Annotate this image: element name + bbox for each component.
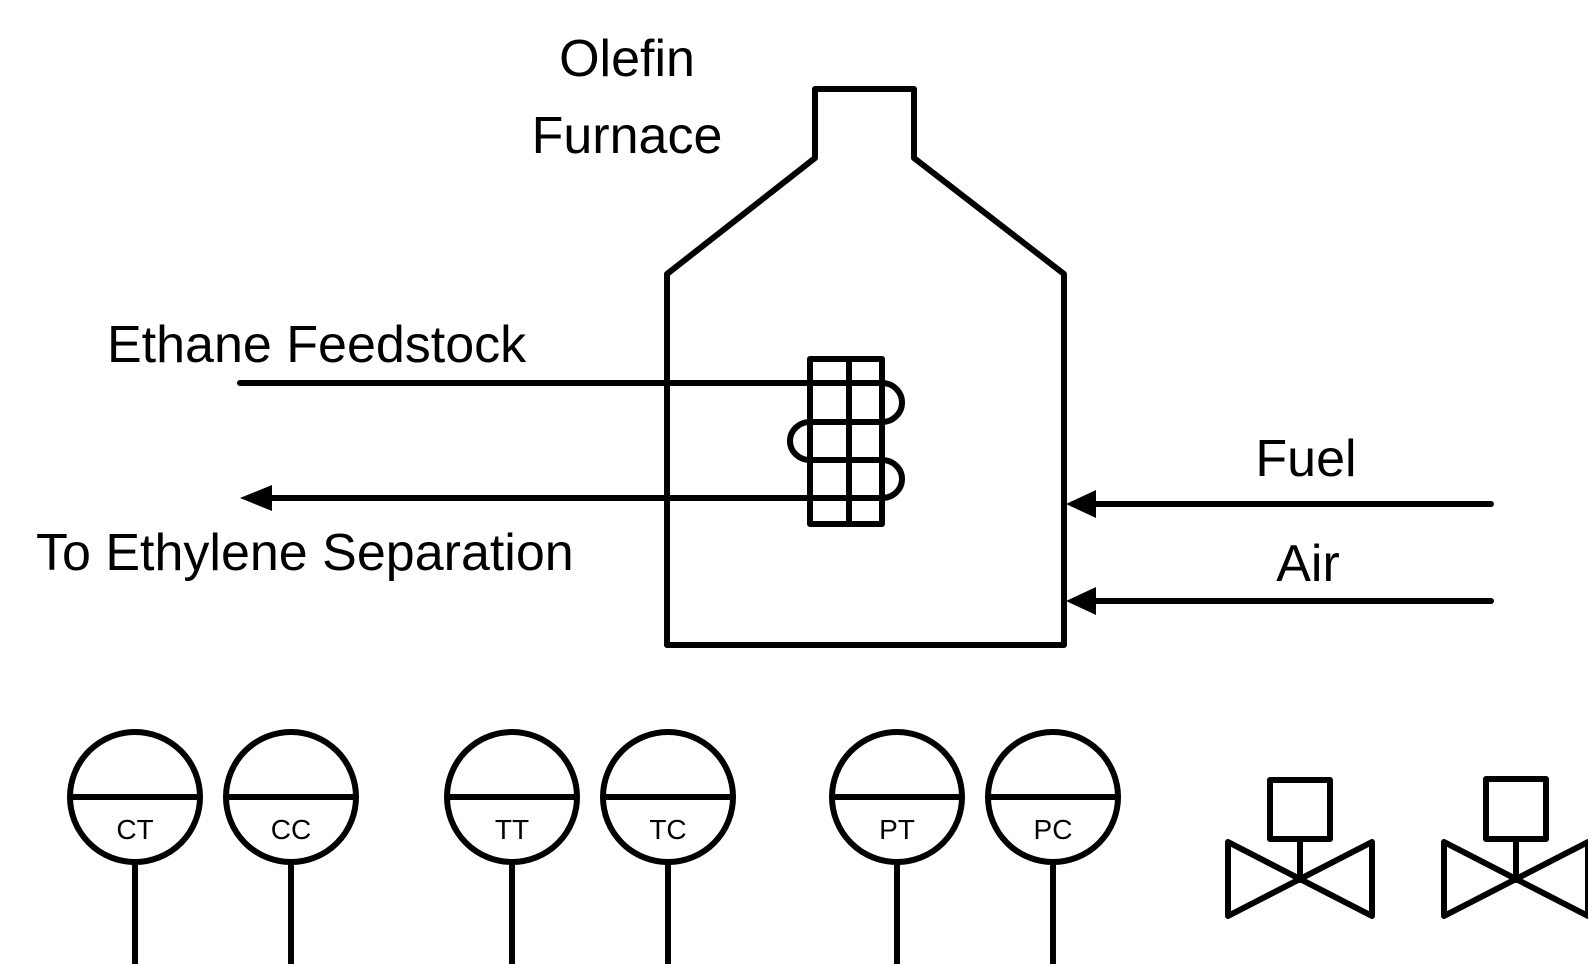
instrument-bubble-cc: CC bbox=[223, 729, 359, 964]
instrument-tag: PC bbox=[1034, 814, 1073, 845]
instrument-bubble-pc: PC bbox=[985, 729, 1121, 964]
instrument-bubble-tt: TT bbox=[444, 729, 580, 964]
heating-coil bbox=[787, 356, 905, 527]
fuel-arrowhead bbox=[1066, 490, 1096, 518]
instrument-bubble-tc: TC bbox=[600, 729, 736, 964]
air-arrowhead bbox=[1066, 587, 1096, 615]
control-valve bbox=[1441, 776, 1588, 919]
ethane-feed-label: Ethane Feedstock bbox=[107, 316, 527, 374]
instrument-legend: CT CC TT TC PT PC bbox=[67, 729, 1121, 964]
furnace-title-line1: Olefin bbox=[559, 30, 695, 88]
ethylene-outlet-arrowhead bbox=[240, 485, 272, 511]
instrument-tag: TC bbox=[649, 814, 686, 845]
instrument-tag: CT bbox=[116, 814, 153, 845]
air-label: Air bbox=[1276, 535, 1340, 593]
instrument-tag: PT bbox=[879, 814, 915, 845]
fuel-label: Fuel bbox=[1255, 430, 1356, 488]
furnace-title-line2: Furnace bbox=[532, 107, 723, 165]
instrument-tag: TT bbox=[495, 814, 529, 845]
ethylene-outlet-label: To Ethylene Separation bbox=[36, 524, 574, 582]
instrument-bubble-pt: PT bbox=[829, 729, 965, 964]
instrument-bubble-ct: CT bbox=[67, 729, 203, 964]
furnace-body bbox=[664, 86, 1067, 648]
control-valve bbox=[1225, 777, 1375, 919]
instrument-tag: CC bbox=[271, 814, 311, 845]
